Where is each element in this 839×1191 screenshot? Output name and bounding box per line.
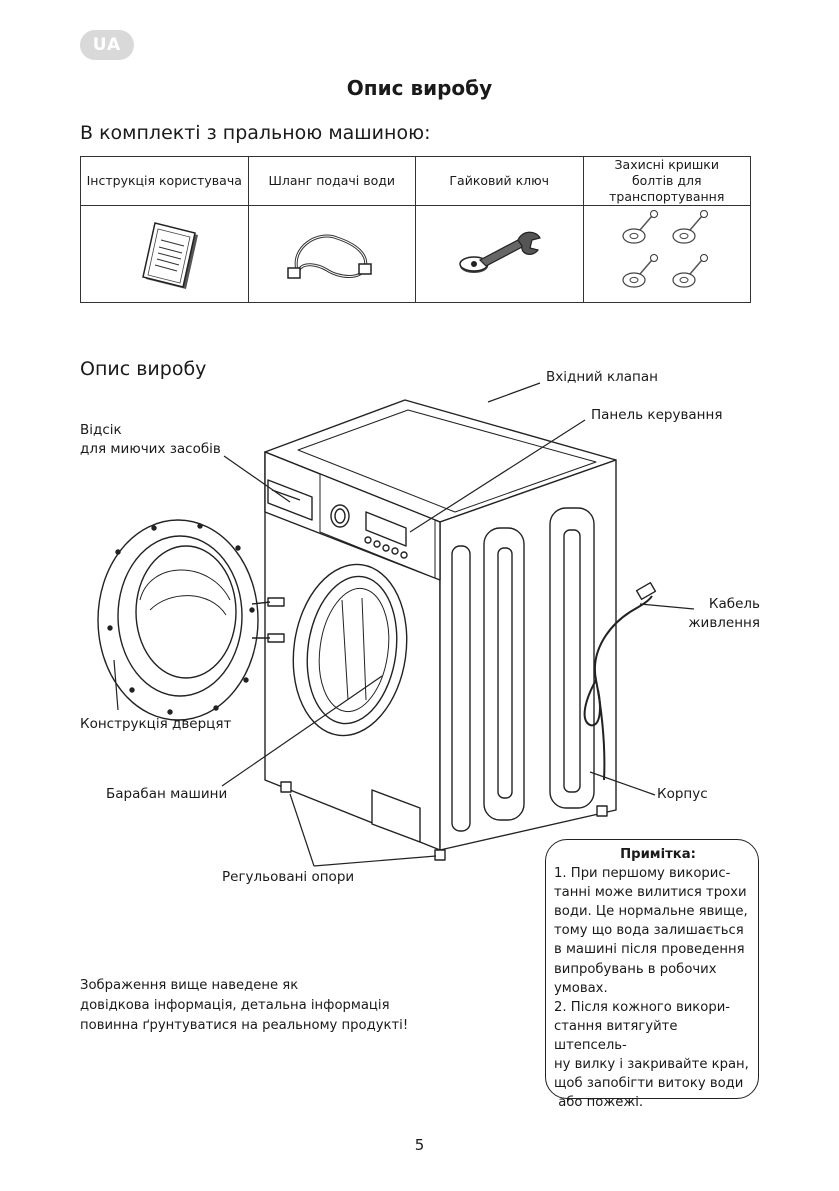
label-housing: Корпус — [657, 786, 708, 802]
note-line: щоб запобігти витоку води — [554, 1076, 744, 1092]
wrench-icon — [459, 231, 542, 273]
hose-cell — [247, 205, 416, 303]
label-door-assembly: Конструкція дверцят — [80, 716, 232, 732]
page-title: Опис виробу — [346, 76, 493, 100]
bolt-cap — [672, 209, 708, 244]
label-drum: Барабан машини — [106, 786, 228, 802]
detergent-drawer — [267, 479, 313, 521]
drum-opening — [306, 575, 398, 725]
bolt-caps-cell — [582, 205, 751, 303]
adjustable-foot — [434, 849, 446, 861]
adjustable-foot — [280, 781, 292, 793]
power-cable — [593, 595, 653, 781]
label-power-cable: Кабель живлення — [688, 596, 760, 631]
product-heading: Опис виробу — [80, 358, 207, 380]
note-line: 2. Після кожного викори- — [554, 999, 731, 1015]
note-line: ну вилку і закривайте кран, — [554, 1057, 749, 1073]
label-control-panel: Панель керування — [591, 407, 723, 423]
disclaimer-line: повинна ґрунтуватися на реальному продук… — [80, 1018, 409, 1033]
accessory-label-wrench: Гайковий ключ — [415, 156, 584, 206]
filter-hatch — [371, 789, 421, 843]
manual-icon — [142, 221, 199, 289]
accessories-header-row: Інструкція користувача Шланг подачі води… — [80, 156, 751, 206]
language-badge: UA — [80, 30, 134, 60]
bolt-cap — [672, 253, 708, 288]
adjustable-foot — [596, 805, 608, 817]
bolt-caps-icon — [622, 209, 708, 288]
side-panel — [451, 545, 471, 832]
wrench-cell — [415, 205, 584, 303]
note-line: випробувань в робочих — [554, 961, 717, 977]
kit-heading: В комплекті з пральною машиною: — [80, 122, 431, 144]
accessory-label-bolt-caps: Захисні кришки болтів для транспортуванн… — [582, 156, 751, 206]
note-line: тому що вода залишається — [554, 923, 744, 939]
label-detergent-drawer: Відсік для миючих засобів — [80, 422, 221, 457]
plug-icon — [635, 581, 657, 601]
program-knob-icon — [330, 504, 350, 528]
disclaimer-line: довідкова інформація, детальна інформаці… — [80, 998, 390, 1013]
accessories-image-row — [80, 205, 751, 303]
bolt-cap — [622, 209, 658, 244]
note-line: в машині після проведення — [554, 942, 745, 958]
note-line: умовах. — [554, 980, 608, 996]
note-line: стання витягуйте штепсель- — [554, 1018, 678, 1053]
hose-icon — [287, 234, 372, 279]
disclaimer: Зображення вище наведене як довідкова ін… — [80, 976, 408, 1036]
note-title: Примітка: — [620, 847, 696, 862]
label-inlet-valve: Вхідний клапан — [546, 369, 658, 385]
note-line: 1. При першому викорис- — [554, 866, 731, 882]
page-number: 5 — [414, 1136, 425, 1154]
machine-side — [439, 459, 617, 851]
manual-cell — [80, 205, 249, 303]
note-line: або пожежі. — [554, 1095, 644, 1111]
door-assembly — [97, 519, 259, 721]
accessories-table: Інструкція користувача Шланг подачі води… — [80, 156, 751, 303]
note-box: Примітка: 1. При першому викорис- танні … — [545, 839, 759, 1110]
label-adjustable-feet: Регульовані опори — [222, 869, 355, 885]
accessory-label-hose: Шланг подачі води — [247, 156, 416, 206]
door-ring — [292, 563, 408, 737]
disclaimer-line: Зображення вище наведене як — [80, 978, 299, 993]
bolt-cap — [622, 253, 658, 288]
note-line: води. Це нормальне явище, — [554, 904, 748, 920]
note-line: танні може вилитися трохи — [554, 885, 747, 901]
